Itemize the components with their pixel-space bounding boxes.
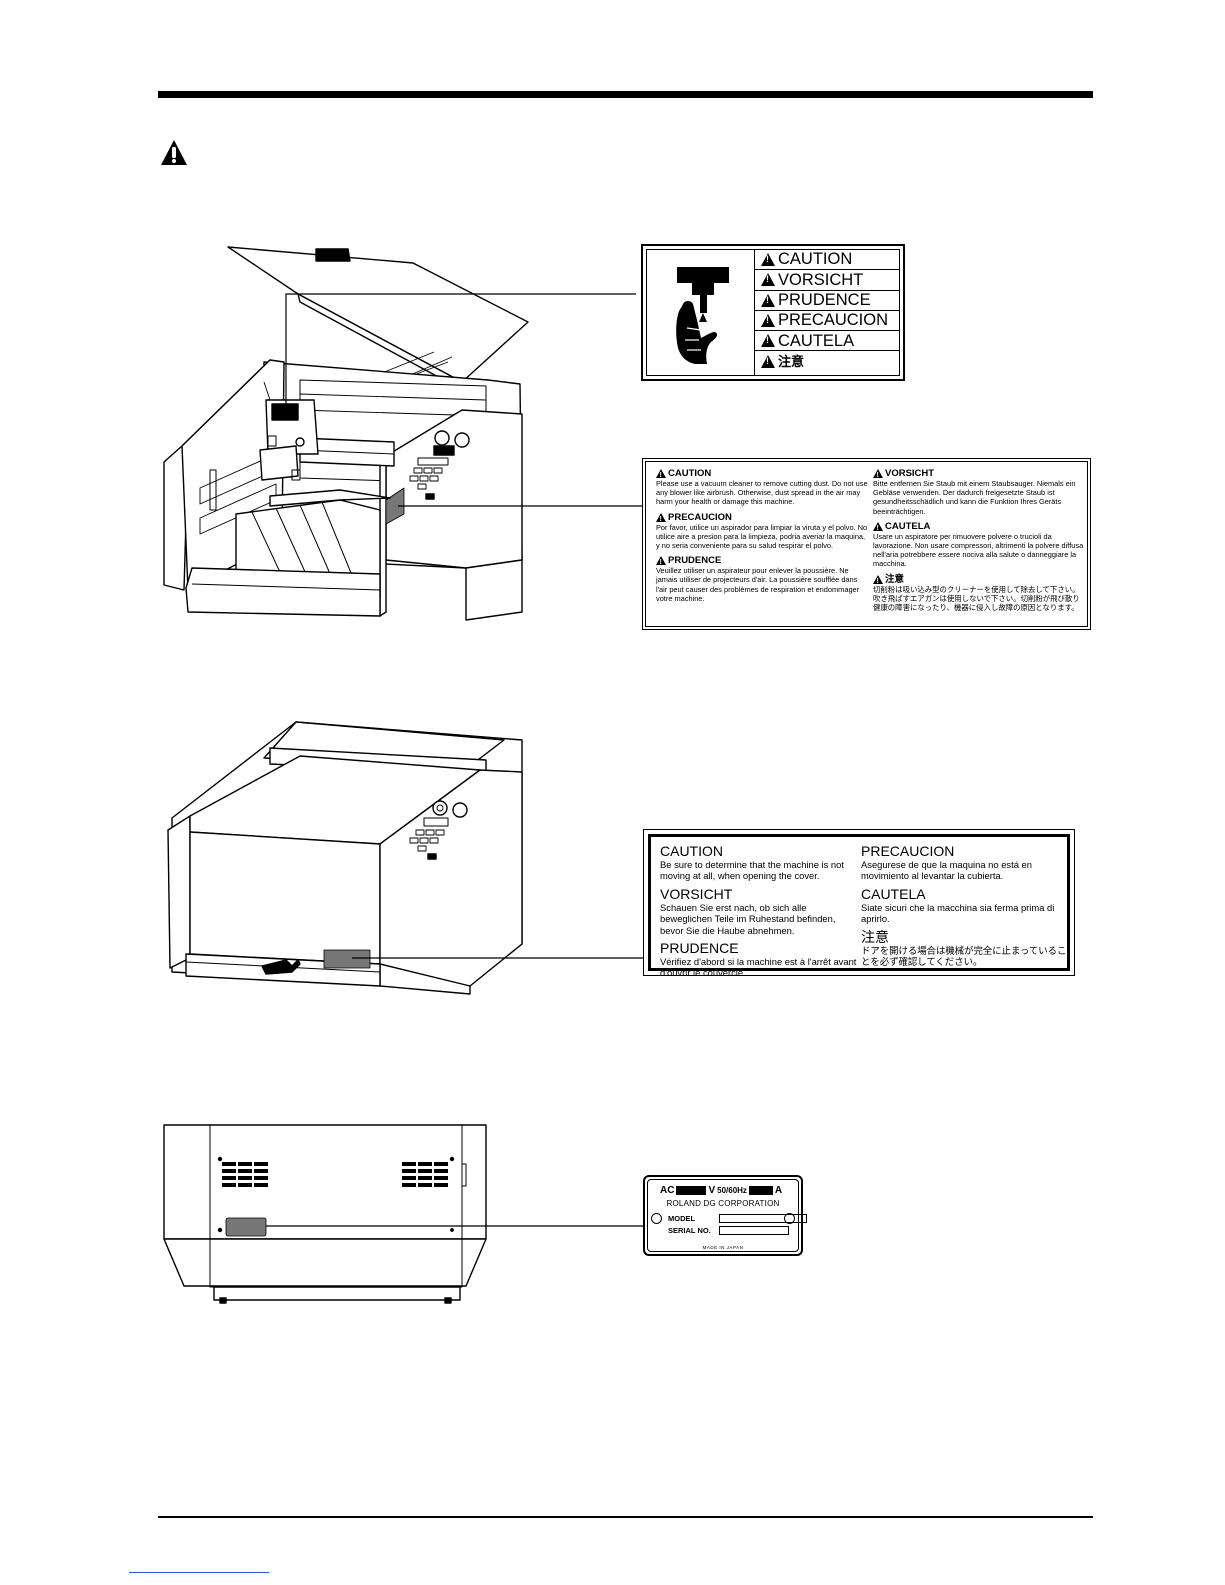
blank-value-bar — [676, 1186, 707, 1195]
machine-rear-view-illustration — [163, 1124, 487, 1304]
warning-triangle-icon — [761, 334, 775, 348]
label-block: CAUTION Please use a vacuum cleaner to r… — [656, 468, 868, 507]
label-block: PRECAUCION Por favor, utilice un aspirad… — [656, 512, 868, 551]
cutting-hazard-label: CAUTION VORSICHT PRUDENCE PRECAUCION CAU… — [641, 244, 905, 381]
hand-cutter-pictogram — [647, 250, 755, 375]
label-body: 切削粉は吸い込み型のクリーナーを使用して除去して下さい。吹き飛ばすエアガンは使用… — [873, 584, 1080, 613]
label-block: VORSICHT Bitte entfernen Sie Staub mit e… — [873, 468, 1085, 516]
screw-hole-icon — [651, 1213, 662, 1224]
label-block: VORSICHT Schauen Sie erst nach, ob sich … — [660, 886, 860, 936]
label-body: Veuillez utiliser un aspirateur pour enl… — [656, 566, 860, 603]
label-line: CAUTION — [755, 250, 899, 271]
warning-triangle-icon — [873, 469, 883, 481]
made-in-text: MADE IN JAPAN — [702, 1245, 744, 1250]
label-line: 注意 — [755, 351, 899, 371]
corporation-name: ROLAND DG CORPORATION — [666, 1199, 780, 1208]
label-line: PRECAUCION — [755, 311, 899, 332]
label-block: CAUTELA Usare un aspiratore per rimuover… — [873, 521, 1085, 569]
machine-open-cover-illustration — [163, 246, 529, 621]
warning-triangle-icon — [656, 469, 666, 481]
warning-triangle-icon — [761, 253, 775, 267]
label-block: PRECAUCION Asegurese de que la maquina n… — [861, 844, 1071, 882]
label-body: Siate sicuri che la macchina sia ferma p… — [861, 901, 1055, 925]
label-body: Schauen Sie erst nach, ob sich alle bewe… — [660, 901, 836, 936]
header-rule — [158, 91, 1093, 98]
warning-triangle-icon — [761, 314, 775, 328]
label-block: PRUDENCE Vérifiez d'abord si la machine … — [660, 941, 860, 979]
dust-caution-label: CAUTION Please use a vacuum cleaner to r… — [642, 458, 1091, 630]
cover-caution-label: CAUTION Be sure to determine that the ma… — [643, 829, 1075, 979]
label-body: Be sure to determine that the machine is… — [660, 859, 844, 882]
rating-plate-label: AC V 50/60Hz A ROLAND DG CORPORATION MOD… — [643, 1175, 808, 1256]
warning-triangle-icon — [873, 574, 883, 587]
warning-triangle-icon — [761, 273, 775, 287]
footer-link-underline — [129, 1572, 269, 1573]
warning-triangle-icon — [761, 355, 775, 369]
power-rating-line: AC V 50/60Hz A — [660, 1185, 783, 1196]
machine-closed-cover-illustration — [167, 721, 523, 995]
warning-triangle-icon — [656, 512, 666, 525]
label-body: Bitte entfernen Sie Staub mit einem Stau… — [873, 479, 1076, 516]
label-line: CAUTELA — [755, 331, 899, 352]
warning-triangle-icon — [873, 521, 883, 534]
model-field: MODEL — [668, 1214, 808, 1223]
label-block: 注意 ドアを開ける場合は機械が完全に止まっていることを必ず確認してください。 — [861, 929, 1071, 968]
label-body: Vérifiez d'abord si la machine est à l'a… — [660, 956, 857, 979]
label-body: Usare un aspiratore per rimuovere polver… — [873, 531, 1084, 569]
label-line: PRUDENCE — [755, 291, 899, 311]
label-body: Asegurese de que la maquina no está en m… — [861, 859, 1032, 882]
label-line: VORSICHT — [755, 270, 899, 291]
warning-triangle-icon — [161, 140, 187, 165]
model-value-box — [719, 1214, 808, 1223]
footer-rule — [158, 1516, 1093, 1518]
label-block: CAUTELA Siate sicuri che la macchina sia… — [861, 886, 1071, 925]
serial-field: SERIAL NO. — [668, 1226, 789, 1235]
warning-triangle-icon — [656, 556, 666, 568]
label-body: ドアを開ける場合は機械が完全に止まっていることを必ず確認してください。 — [861, 944, 1067, 968]
leader-line-cutting-label — [285, 293, 636, 410]
label-body: Por favor, utilice un aspirador para lim… — [656, 522, 868, 551]
serial-value-box — [718, 1226, 789, 1235]
screw-hole-icon — [784, 1213, 795, 1224]
label-block: 注意 切削粉は吸い込み型のクリーナーを使用して除去して下さい。吹き飛ばすエアガン… — [873, 574, 1085, 613]
blank-value-bar — [748, 1186, 773, 1195]
warning-triangle-icon — [761, 293, 775, 307]
label-block: CAUTION Be sure to determine that the ma… — [660, 844, 860, 882]
label-body: Please use a vacuum cleaner to remove cu… — [656, 479, 868, 507]
label-block: PRUDENCE Veuillez utiliser un aspirateur… — [656, 555, 868, 603]
